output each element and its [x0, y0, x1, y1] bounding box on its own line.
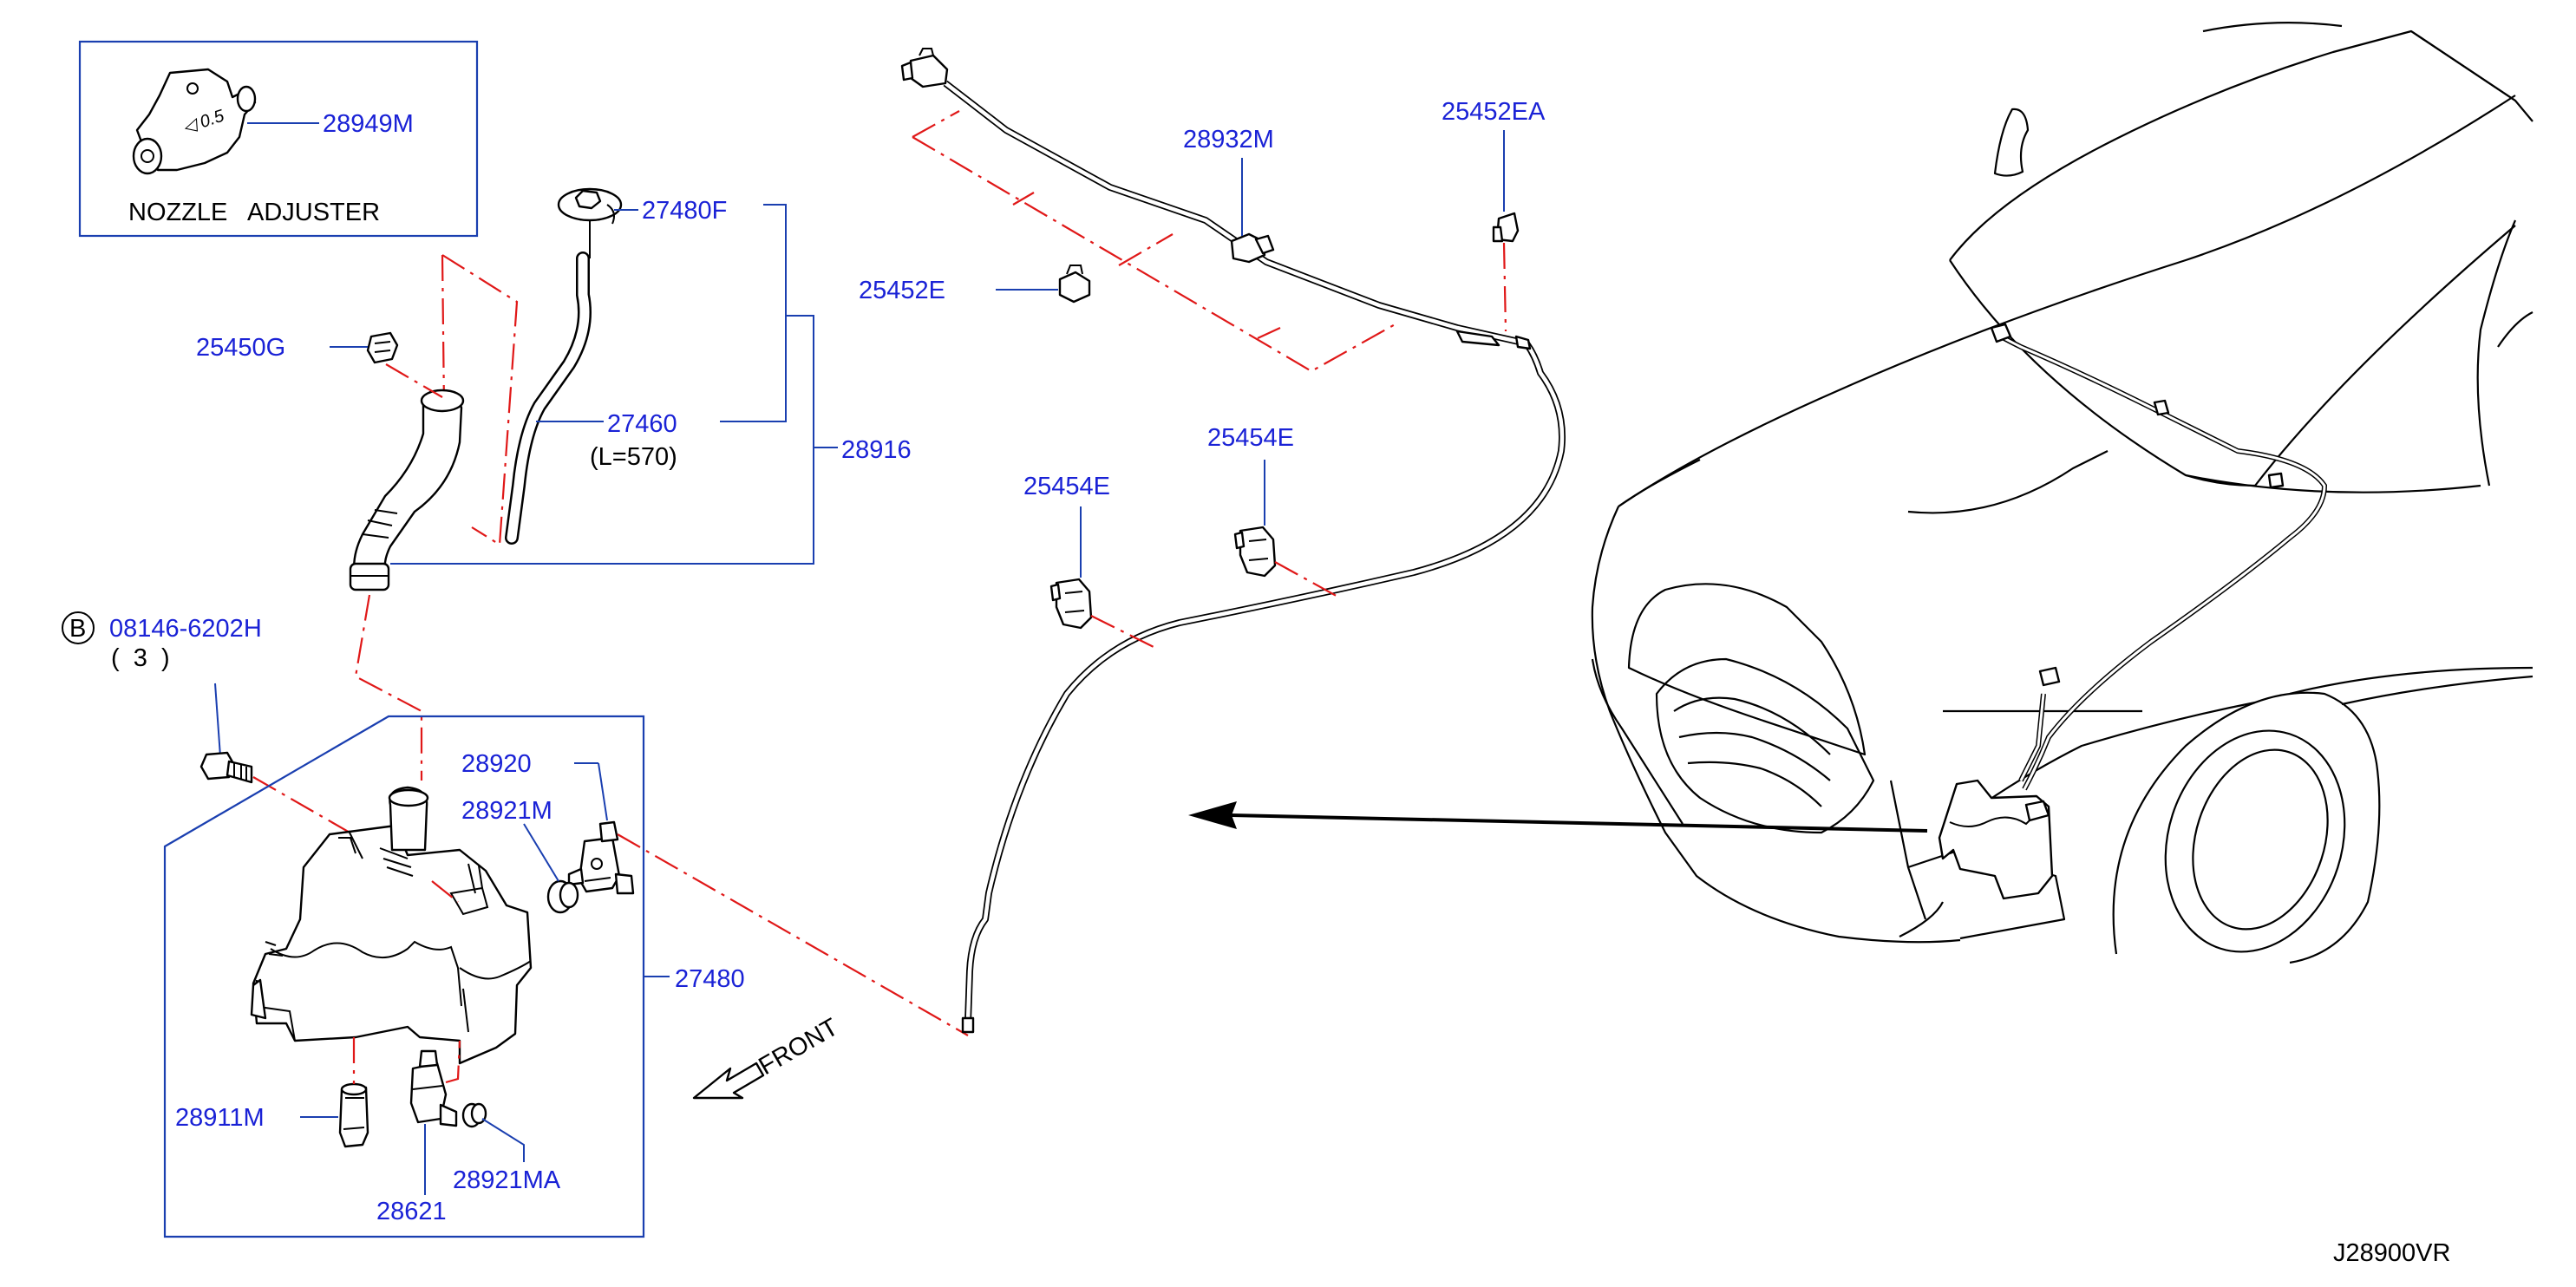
part-label-25452EA[interactable]: 25452EA — [1442, 98, 1546, 126]
bolt-quantity: ( 3 ) — [111, 644, 170, 672]
clip-25452EA — [1492, 212, 1520, 243]
reservoir-box: 27480 — [163, 715, 745, 1238]
filler-cap-25450G — [366, 331, 399, 364]
nozzle-adjuster-tool: ◁ 0.5 — [132, 68, 257, 175]
reservoir-cap-27480F — [557, 187, 623, 258]
clip-25454E-upper — [1233, 526, 1277, 578]
front-direction-arrow: FRONT — [692, 1013, 844, 1100]
part-label-25454E-upper[interactable]: 25454E — [1207, 424, 1294, 452]
vehicle-location-view — [1591, 22, 2534, 964]
part-label-28621[interactable]: 28621 — [376, 1198, 447, 1225]
part-label-28911M[interactable]: 28911M — [175, 1104, 265, 1132]
part-label-28920[interactable]: 28920 — [461, 750, 532, 778]
part-label-25454E-lower[interactable]: 25454E — [1023, 473, 1110, 500]
filler-neck — [349, 389, 465, 591]
pump-28920 — [567, 820, 635, 895]
location-pointer-arrow — [1188, 801, 1928, 833]
part-label-27460[interactable]: 27460 — [607, 410, 677, 438]
diagram-id: J28900VR — [2333, 1239, 2450, 1267]
clip-28932M — [1230, 232, 1275, 264]
grommet-28921MA — [461, 1102, 487, 1128]
hose-27460 — [505, 252, 592, 545]
hose-length-note: (L=570) — [590, 443, 677, 471]
part-label-28921MA[interactable]: 28921MA — [453, 1166, 561, 1194]
part-label-08146-6202H[interactable]: 08146-6202H — [109, 615, 262, 643]
part-label-25452E[interactable]: 25452E — [859, 277, 945, 304]
nozzle-adjuster-inset: ◁ 0.5 28949M NOZZLE ADJUSTER — [78, 40, 479, 238]
part-label-28932M[interactable]: 28932M — [1183, 126, 1274, 154]
clip-25452E — [1058, 265, 1091, 304]
washer-tube-assembly — [943, 80, 1566, 1034]
tube-end-nozzle — [900, 48, 949, 88]
part-label-28921M[interactable]: 28921M — [461, 797, 552, 825]
nozzle-adjuster-caption: NOZZLE ADJUSTER — [128, 199, 380, 226]
front-label: FRONT — [755, 1013, 844, 1081]
part-label-27480F[interactable]: 27480F — [642, 197, 727, 225]
part-label-25450G[interactable]: 25450G — [196, 334, 285, 362]
level-sensor-28911M — [338, 1037, 369, 1148]
grommet-28921M — [546, 879, 579, 914]
bolt-08146-6202H — [199, 751, 253, 784]
bolt-prefix-badge: B — [69, 615, 86, 643]
bolt-group: B 08146-6202H ( 3 ) — [62, 611, 393, 858]
reservoir-tank — [250, 786, 533, 1065]
part-label-28916[interactable]: 28916 — [841, 436, 912, 464]
filler-neck-group: 25450G 27480F 27460 (L=570) 28916 — [196, 187, 912, 591]
pump-28621 — [409, 1040, 461, 1127]
part-label-28949M[interactable]: 28949M — [323, 110, 414, 138]
part-label-27480[interactable]: 27480 — [675, 965, 745, 993]
clip-25454E-lower — [1049, 578, 1093, 630]
